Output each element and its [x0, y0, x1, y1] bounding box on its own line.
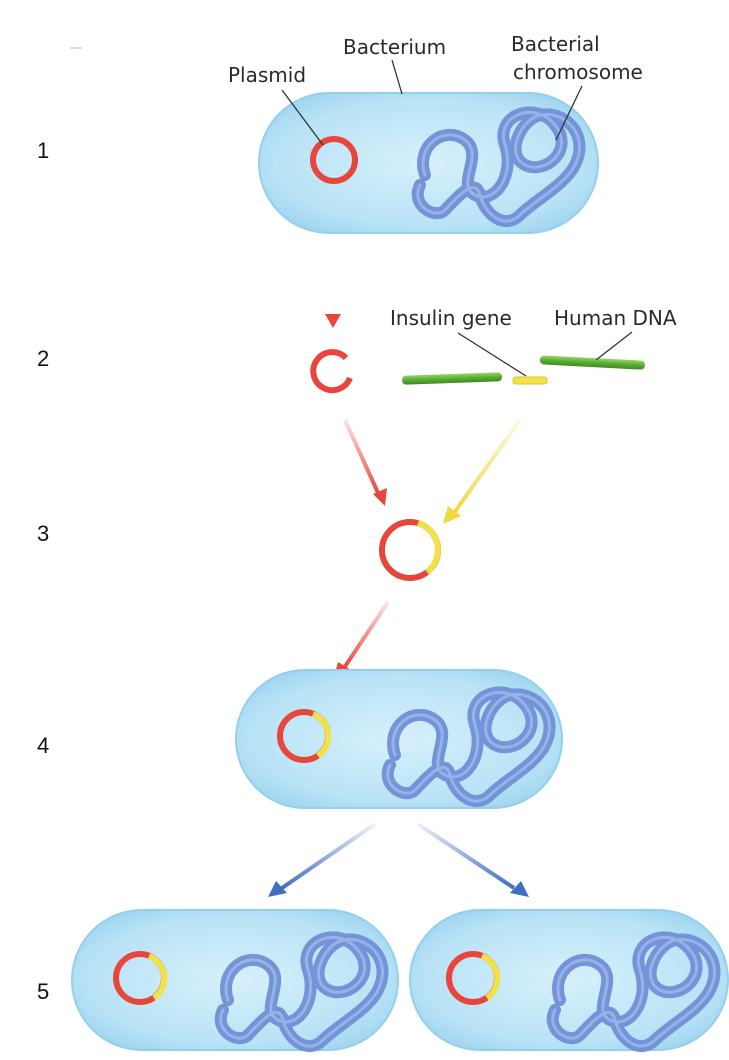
human-dna-leader-line: [595, 331, 633, 361]
human-dna-label: Human DNA: [554, 306, 677, 330]
bacterium-5-right: [409, 909, 729, 1050]
arrow-step4-to-5-left: [268, 822, 377, 897]
recombinant-plasmid-4: [277, 709, 332, 763]
plasmid-leader-line: [281, 89, 324, 146]
arrow-step4-to-5-right: [416, 822, 529, 897]
bacterium-label: Bacterium: [343, 35, 446, 59]
insulin-gene-segment: [512, 376, 548, 385]
arrow-step3-to-4: [333, 600, 390, 680]
recombinant-plasmid-5-right: [446, 951, 501, 1005]
plasmid-1: [310, 136, 358, 184]
recombinant-plasmid-5-left: [113, 951, 168, 1005]
insulin-gene-leader-line: [457, 332, 527, 377]
arrow-plasmid-to-step3: [343, 419, 387, 506]
chromosome-leader-line: [555, 85, 583, 141]
human-dna-fragments: [402, 355, 645, 385]
plasmid-label: Plasmid: [228, 63, 306, 87]
step-number-5: 5: [37, 979, 49, 1004]
step-number-1: 1: [37, 138, 49, 163]
opened-plasmid: [310, 349, 353, 394]
chromosome-label-line2: chromosome: [513, 60, 643, 84]
bacterium-4: [235, 669, 563, 809]
arrow-insulin-to-step3: [443, 418, 522, 524]
bacterium-5-left: [71, 909, 399, 1050]
recombinant-plasmid-3: [379, 519, 441, 581]
step-number-4: 4: [37, 733, 49, 758]
arrow-step1-to-2: [325, 245, 341, 328]
step-number-2: 2: [37, 346, 49, 371]
insulin-gene-label: Insulin gene: [390, 306, 512, 330]
step-number-3: 3: [37, 521, 49, 546]
bacterium-1: [258, 92, 599, 234]
chromosome-label-line1: Bacterial: [511, 32, 600, 56]
bacterium-leader-line: [391, 59, 403, 95]
